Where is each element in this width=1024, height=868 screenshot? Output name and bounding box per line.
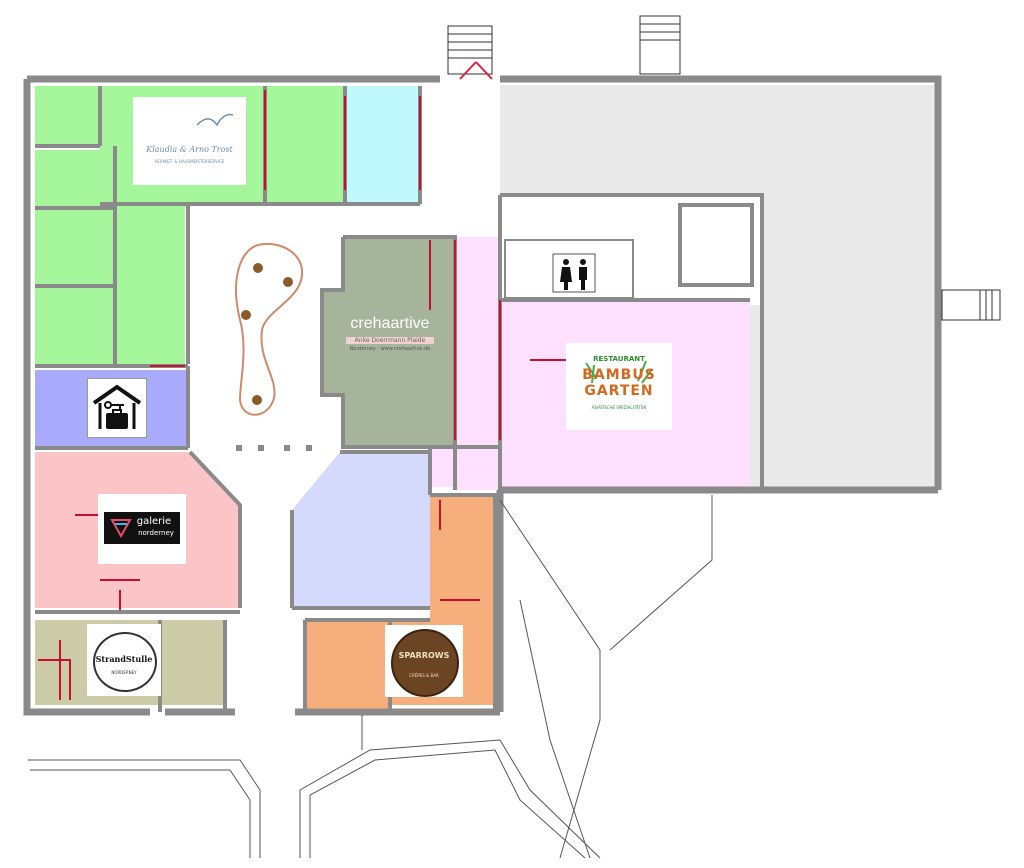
sparrows-sub: CRÊPES & BAR: [409, 673, 439, 678]
room-green-1: [35, 86, 100, 146]
planter-tree-2: [283, 277, 293, 287]
room-green-corridor: [115, 204, 185, 364]
outer-walls: [23, 75, 942, 716]
strandstulle-name: StrandStulle: [95, 654, 153, 664]
planter-tree-1: [253, 263, 263, 273]
restroom-icon: [560, 259, 587, 290]
planter-tree-4: [252, 395, 262, 405]
hall-columns: [236, 445, 312, 451]
galerie-sub: norderney: [138, 529, 174, 537]
logo-strandstulle: StrandStulle NORDERNEY: [87, 624, 161, 696]
crehaartive-name: crehaartive: [350, 315, 430, 332]
strandstulle-sub: NORDERNEY: [111, 670, 137, 675]
planter-tree-3: [241, 310, 251, 320]
trost-line2: VERMIET- & HAUSMEISTERSERVICE: [154, 159, 225, 164]
restaurant-bottom: ASIATISCHE SPEZIALITÄTEN: [591, 405, 647, 410]
restroom-sign: [552, 253, 596, 293]
sparrows-name: SPARROWS: [398, 651, 450, 660]
restaurant-top: RESTAURANT: [593, 355, 645, 363]
bamboo-icon: [585, 360, 653, 384]
galerie-name: galerie: [136, 516, 172, 527]
logo-restaurant: RESTAURANT BAMBUS GARTEN ASIATISCHE SPEZ…: [566, 343, 672, 430]
main-door: [459, 61, 493, 80]
restaurant-line1: BAMBUS: [582, 367, 656, 383]
room-cyan: [345, 86, 420, 204]
seagull-icon: [196, 113, 234, 127]
room-lilac: [292, 452, 430, 608]
logo-sparrows: SPARROWS CRÊPES & BAR: [385, 625, 463, 697]
room-green-6: [265, 86, 345, 204]
entrance-stairs: [447, 15, 1001, 321]
galerie-triangle-icon: [110, 519, 132, 538]
crehaartive-footer: Norderney · www.crehaartive.de: [349, 346, 431, 352]
room-pink-lower: [430, 447, 500, 487]
red-partitions: [38, 90, 610, 700]
house-key-suitcase-icon: [92, 384, 142, 429]
planter: [235, 242, 304, 416]
trost-line1: Klaudia & Arno Trost: [146, 145, 233, 154]
room-green-3: [35, 210, 115, 284]
logo-crehaartive: crehaartive Anke Doerrmann Plaide Norder…: [338, 315, 442, 353]
logo-rental: [87, 378, 147, 438]
crehaartive-sub: Anke Doerrmann Plaide: [346, 337, 434, 344]
outdoor-paths: [28, 495, 713, 859]
logo-trost: Klaudia & Arno Trost VERMIET- & HAUSMEIS…: [133, 97, 246, 185]
room-green-4: [35, 288, 115, 364]
inner-walls: [35, 86, 764, 712]
restaurant-line2: GARTEN: [584, 383, 654, 399]
logo-galerie: galerie norderney: [98, 494, 186, 564]
